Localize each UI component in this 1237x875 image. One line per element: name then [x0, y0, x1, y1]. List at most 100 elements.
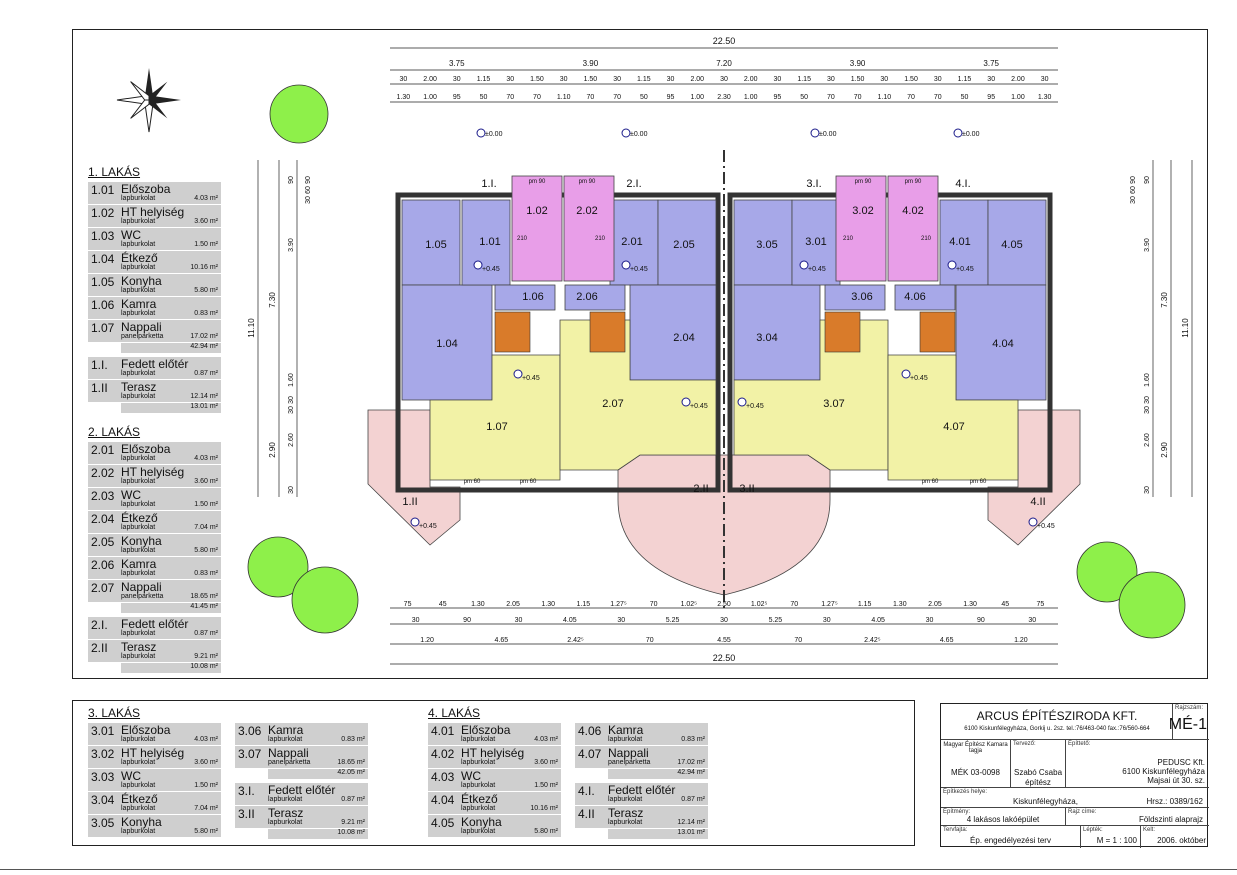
dimension-label: 90 — [1144, 176, 1151, 184]
chamber-label: Magyar Építész Kamara tagja — [943, 742, 1008, 754]
dimension-label: 30 — [453, 76, 461, 83]
room-2-04 — [629, 284, 717, 381]
dimension-label: 3.90 — [850, 59, 866, 68]
level-label: +0.45 — [746, 403, 764, 410]
room-area: 17.02 m² — [677, 759, 705, 766]
room-2-05 — [657, 199, 717, 286]
room-finish: lapburkolat — [268, 796, 303, 803]
dimension-label: 95 — [987, 94, 995, 101]
dimension-label: 70 — [650, 601, 658, 608]
room-area: 0.87 m² — [194, 630, 218, 637]
room-finish: lapburkolat — [268, 819, 303, 826]
room-name: Előszoba — [121, 442, 171, 456]
dimension-label: 90 — [305, 176, 312, 184]
room-area: 1.50 m² — [534, 782, 558, 789]
level-label: ±0.00 — [962, 131, 980, 138]
room-area: 1.50 m² — [194, 501, 218, 508]
dimension-label: 30 — [667, 76, 675, 83]
door-height-label: 210 — [843, 236, 854, 242]
building-value: 4 lakásos lakóépület — [966, 815, 1040, 824]
room-finish: lapburkolat — [121, 805, 156, 812]
tree-icon — [269, 84, 329, 144]
dimension-label: 1.10 — [557, 94, 571, 101]
stairs-4 — [919, 311, 956, 353]
level-label: +0.45 — [630, 266, 648, 273]
room-3-07 — [733, 319, 889, 471]
room-area: 4.03 m² — [194, 455, 218, 462]
chamber-no: MÉK 03-0098 — [951, 768, 1000, 777]
room-name: Terasz — [121, 640, 157, 654]
room-area: 9.21 m² — [194, 653, 218, 660]
room-finish: lapburkolat — [461, 782, 496, 789]
dimension-label: 1.30 — [963, 601, 977, 608]
room-area: 12.14 m² — [190, 393, 218, 400]
room-name: Kamra — [608, 723, 644, 737]
dimension-label: 2.60 — [288, 433, 295, 447]
apartment-title: 2. LAKÁS — [88, 425, 141, 439]
dimension-label: 30 — [412, 617, 420, 624]
dimension-label: 30 — [399, 76, 407, 83]
dimension-label: 30 — [1130, 196, 1137, 204]
room-label: 1.II — [402, 496, 417, 508]
dimension-label: 30 — [288, 396, 295, 404]
dimension-label: 2.90 — [268, 442, 277, 458]
dimension-label: 30 — [1144, 486, 1151, 494]
dimension-label: 75 — [1037, 601, 1045, 608]
room-number: 2.05 — [91, 535, 115, 549]
dimension-label: 1.30 — [541, 601, 555, 608]
room-name: Nappali — [121, 580, 162, 594]
dimension-label: 1.10 — [878, 94, 892, 101]
dimension-label: 1.00 — [423, 94, 437, 101]
room-name: WC — [121, 769, 141, 783]
room-1-04 — [401, 284, 493, 401]
room-finish: lapburkolat — [608, 796, 643, 803]
dimension-label: 1.15 — [577, 601, 591, 608]
dimension-label: 3.90 — [1144, 238, 1151, 252]
dimension-total: 22.50 — [713, 36, 736, 46]
room-number: 1.07 — [91, 321, 115, 335]
dimension-label: 30 — [720, 617, 728, 624]
client-name: PEDUSC Kft. — [1157, 758, 1205, 767]
room-area: 3.60 m² — [194, 218, 218, 225]
dimension-label: 1.20 — [420, 637, 434, 644]
dimension-label: 70 — [506, 94, 514, 101]
room-label: 4.05 — [1001, 239, 1022, 251]
room-number: 2.I. — [91, 618, 108, 632]
room-area: 0.87 m² — [681, 796, 705, 803]
dimension-label: 70 — [794, 637, 802, 644]
room-name: Előszoba — [121, 723, 171, 737]
extra-total: 10.08 m² — [268, 829, 368, 839]
dimension-label: 3.90 — [288, 238, 295, 252]
dimension-label: 60 — [1130, 186, 1137, 194]
room-area: 1.50 m² — [194, 241, 218, 248]
dimension-label: 1.60 — [1144, 373, 1151, 387]
dimension-label: 30 — [827, 76, 835, 83]
room-label: 2.01 — [621, 236, 642, 248]
sheet-edge-line — [0, 869, 1237, 870]
room-name: Terasz — [121, 380, 157, 394]
scale-label: Lépték: — [1083, 827, 1103, 833]
dimension-label: 1.15 — [797, 76, 811, 83]
room-finish: lapburkolat — [121, 478, 156, 485]
room-name: Konyha — [461, 815, 502, 829]
dimension-label: 2.42⁵ — [567, 637, 584, 644]
dimension-label: 50 — [480, 94, 488, 101]
dimension-label: 30 — [774, 76, 782, 83]
room-label: 1.05 — [425, 239, 446, 251]
dimension-label: 1.30 — [893, 601, 907, 608]
drawing-no: MÉ-1 — [1168, 716, 1207, 733]
dimension-label: 95 — [667, 94, 675, 101]
room-number: 3.03 — [91, 770, 115, 784]
firm-address: 6100 Kiskunfélegyháza, Gorkij u. 2sz. te… — [964, 726, 1150, 732]
room-name: WC — [461, 769, 481, 783]
room-finish: panelparketta — [121, 593, 164, 600]
